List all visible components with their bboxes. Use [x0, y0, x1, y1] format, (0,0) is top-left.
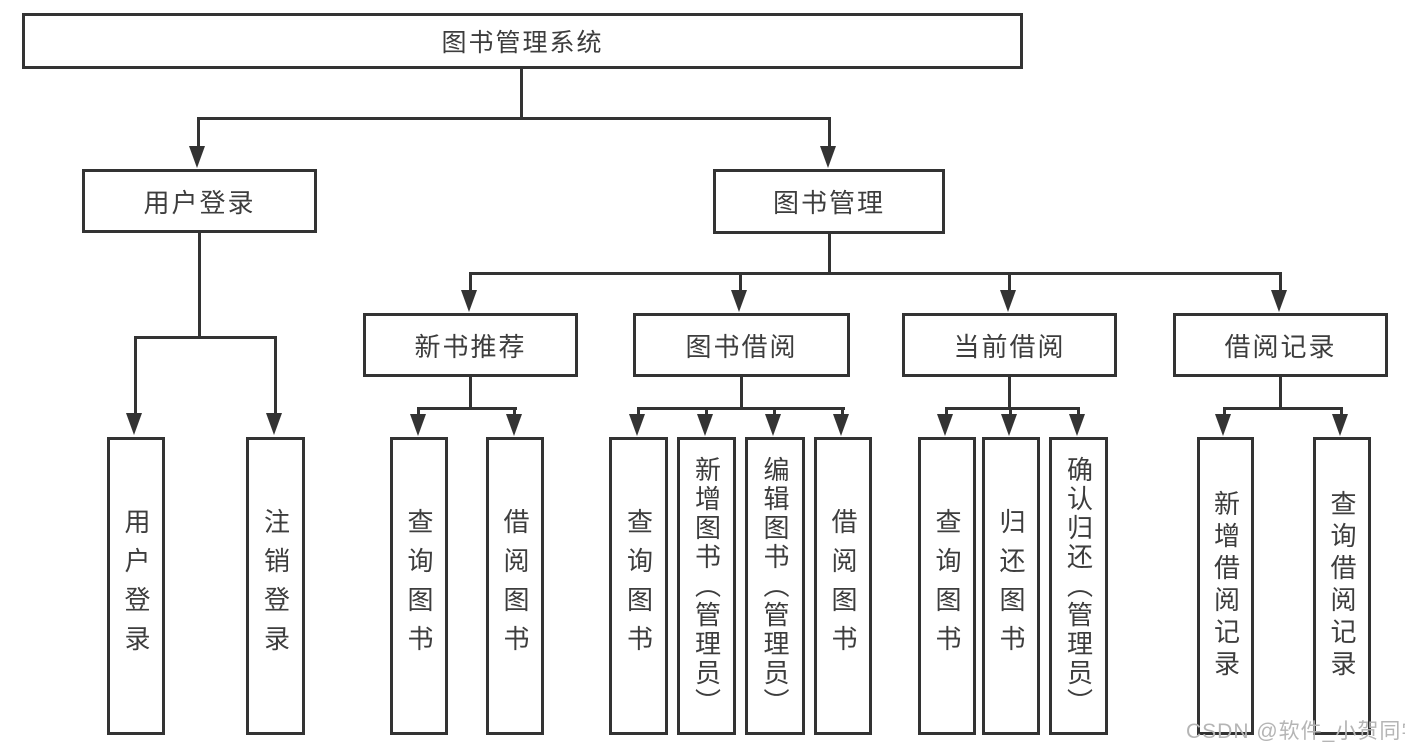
node-label: 查询借阅记录 [1327, 490, 1357, 682]
arrow-down-icon [765, 414, 781, 436]
arrow-down-icon [629, 414, 645, 436]
connector-line [945, 407, 1080, 410]
node-add-borrow-record: 新增借阅记录 [1197, 437, 1254, 735]
node-label: 新书推荐 [414, 331, 527, 362]
connector-line [945, 409, 948, 417]
node-label: 查询图书 [404, 508, 434, 664]
node-label: 借阅图书 [828, 508, 858, 664]
node-label: 新增借阅记录 [1210, 490, 1241, 682]
connector-line [1279, 274, 1282, 292]
node-label: 用户登录 [121, 508, 151, 664]
node-label: 查询图书 [932, 508, 962, 664]
node-query-borrow-record: 查询借阅记录 [1313, 437, 1371, 735]
node-borrowing-records: 借阅记录 [1173, 313, 1388, 377]
node-book-borrowing: 图书借阅 [633, 313, 850, 377]
connector-line [198, 233, 201, 337]
connector-line [1077, 409, 1080, 417]
arrow-down-icon [1332, 414, 1348, 436]
node-label: 新增图书（管理员） [691, 455, 722, 717]
arrow-down-icon [461, 290, 477, 312]
arrow-down-icon [1001, 414, 1017, 436]
node-user-login-leaf: 用户登录 [107, 437, 165, 735]
connector-line [1223, 407, 1343, 410]
node-label: 用户登录 [143, 187, 256, 218]
node-borrow-books-recommend: 借阅图书 [486, 437, 544, 735]
connector-line [520, 69, 523, 118]
connector-line [469, 272, 1282, 275]
node-label: 查询图书 [623, 508, 654, 664]
arrow-down-icon [506, 414, 522, 436]
arrow-down-icon [1069, 414, 1085, 436]
connector-line [1279, 377, 1282, 408]
connector-line [637, 407, 845, 410]
connector-line [1223, 409, 1226, 417]
arrow-down-icon [266, 413, 282, 435]
connector-line [828, 234, 831, 273]
node-current-borrowing: 当前借阅 [902, 313, 1117, 377]
arrow-down-icon [820, 146, 836, 168]
connector-line [469, 377, 472, 408]
node-label: 确认归还（管理员） [1063, 455, 1094, 717]
arrow-down-icon [697, 414, 713, 436]
node-query-books-current: 查询图书 [918, 437, 976, 735]
connector-line [1009, 409, 1012, 417]
arrow-down-icon [189, 146, 205, 168]
node-label: 借阅记录 [1224, 331, 1337, 362]
node-label: 当前借阅 [953, 331, 1066, 362]
csdn-watermark: CSDN @软件_小贺同学 [1186, 720, 1405, 743]
node-label: 图书借阅 [685, 331, 798, 362]
arrow-down-icon [1271, 290, 1287, 312]
node-label: 编辑图书（管理员） [760, 455, 790, 717]
node-label: 图书管理系统 [441, 29, 604, 57]
connector-line [197, 119, 200, 149]
node-user-login-module: 用户登录 [82, 169, 317, 233]
arrow-down-icon [937, 414, 953, 436]
connector-line [740, 377, 743, 408]
connector-line [828, 119, 831, 149]
node-new-book-recommendation: 新书推荐 [363, 313, 578, 377]
arrow-down-icon [833, 414, 849, 436]
node-logout-leaf: 注销登录 [246, 437, 305, 735]
connector-line [274, 338, 277, 415]
connector-line [134, 338, 137, 415]
arrow-down-icon [1215, 414, 1231, 436]
arrow-down-icon [1000, 290, 1016, 312]
node-label: 注销登录 [260, 508, 291, 664]
node-library-management-system: 图书管理系统 [22, 13, 1023, 69]
connector-line [417, 407, 517, 410]
connector-line [197, 117, 831, 120]
connector-line [1340, 409, 1343, 417]
connector-line [739, 274, 742, 292]
node-add-books-admin: 新增图书（管理员） [677, 437, 736, 735]
connector-line [417, 409, 420, 417]
connector-line [513, 409, 516, 417]
node-edit-books-admin: 编辑图书（管理员） [745, 437, 805, 735]
node-query-books-recommend: 查询图书 [390, 437, 448, 735]
node-return-books: 归还图书 [982, 437, 1040, 735]
connector-line [637, 409, 640, 417]
arrow-down-icon [731, 290, 747, 312]
connector-line [1008, 377, 1011, 408]
node-label: 归还图书 [996, 508, 1026, 664]
node-label: 借阅图书 [500, 508, 530, 664]
connector-line [773, 409, 776, 417]
connector-line [469, 274, 472, 292]
node-confirm-return-admin: 确认归还（管理员） [1049, 437, 1108, 735]
arrow-down-icon [126, 413, 142, 435]
node-query-books-borrow: 查询图书 [609, 437, 668, 735]
node-borrow-books-leaf: 借阅图书 [814, 437, 872, 735]
connector-line [841, 409, 844, 417]
node-label: 图书管理 [772, 188, 885, 218]
connector-line [705, 409, 708, 417]
connector-line [134, 336, 277, 339]
arrow-down-icon [410, 414, 426, 436]
node-book-management-module: 图书管理 [713, 169, 945, 234]
connector-line [1008, 274, 1011, 292]
